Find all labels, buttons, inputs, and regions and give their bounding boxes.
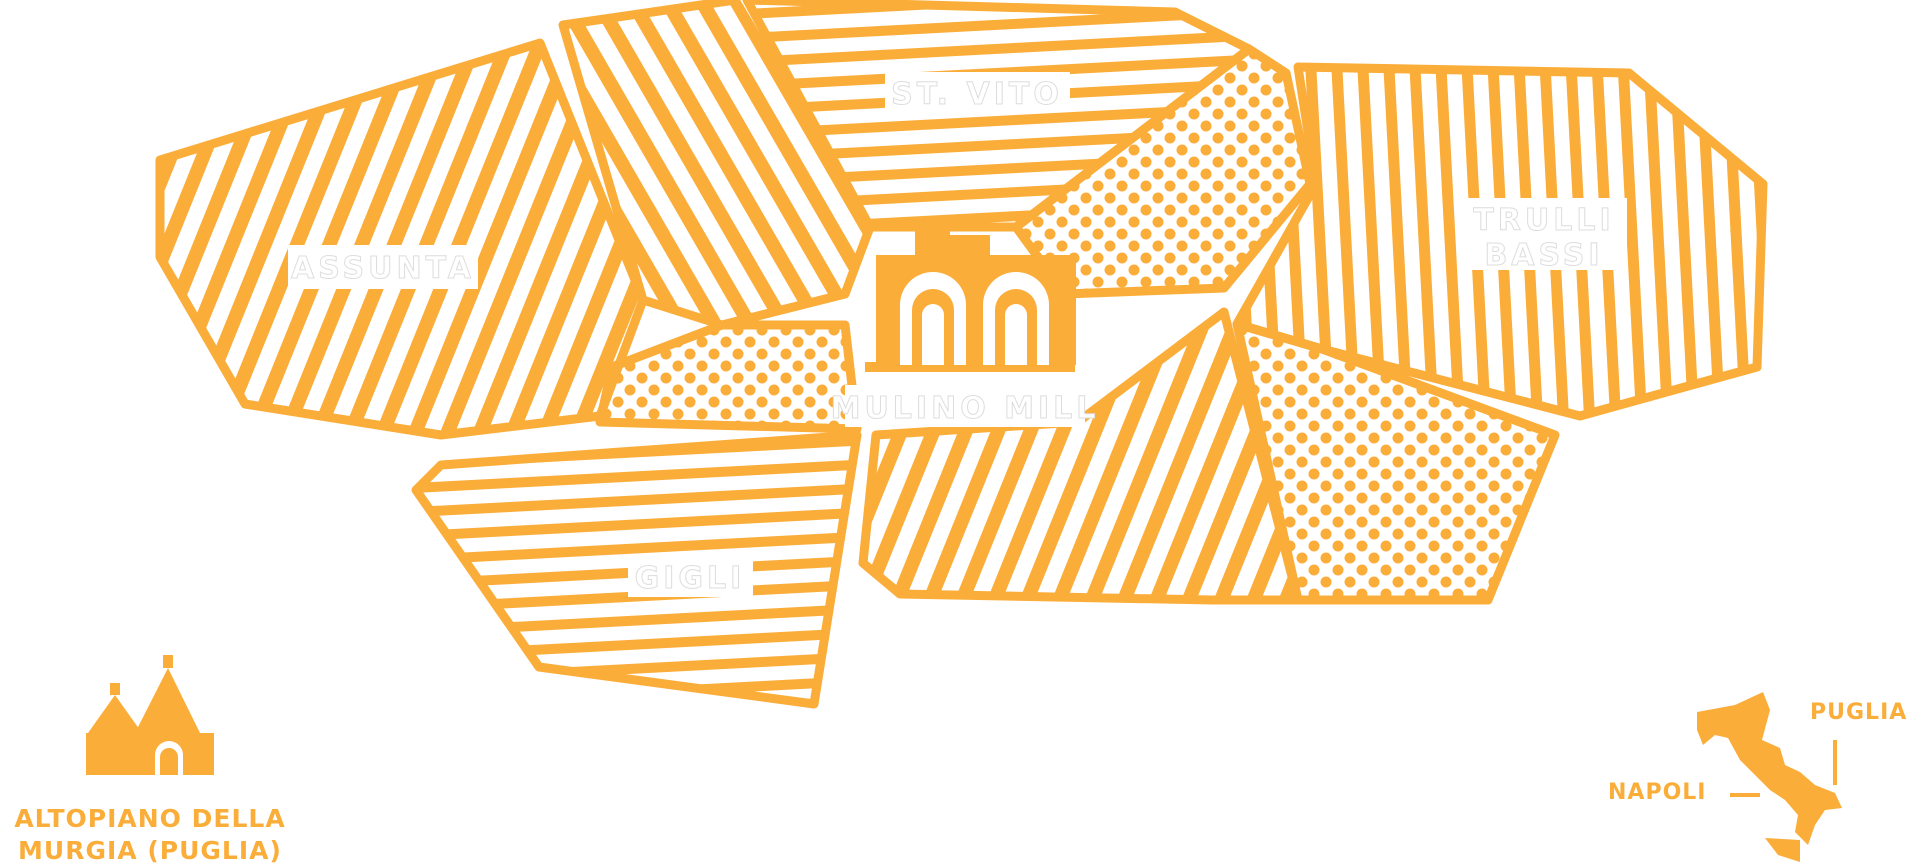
label-st-vito: ST. VITO <box>891 77 1063 112</box>
label-mulino-mill: MULINO MILL <box>831 391 1100 426</box>
mill-icon <box>865 228 1076 372</box>
label-trulli-bassi-line2: BASSI <box>1484 238 1603 273</box>
label-puglia: PUGLIA <box>1810 700 1908 725</box>
region-south-center[interactable] <box>858 307 1303 605</box>
label-assunta: ASSUNTA <box>291 251 475 286</box>
label-gigli: GIGLI <box>635 561 746 596</box>
label-napoli: NAPOLI <box>1608 780 1707 805</box>
legend-title-line1: ALTOPIANO DELLA <box>14 804 286 833</box>
label-trulli-bassi-line1: TRULLI <box>1473 203 1614 238</box>
region-mulino-dotted[interactable] <box>595 320 862 434</box>
italy-map-icon <box>1697 692 1842 862</box>
trulli-icon <box>86 655 214 775</box>
region-north-west[interactable] <box>558 0 875 330</box>
legend-title: ALTOPIANO DELLA MURGIA (PUGLIA) <box>0 803 300 867</box>
region-assunta[interactable] <box>155 38 648 440</box>
region-south-east-dotted[interactable] <box>1232 319 1560 605</box>
legend-title-line2: MURGIA (PUGLIA) <box>18 836 282 865</box>
